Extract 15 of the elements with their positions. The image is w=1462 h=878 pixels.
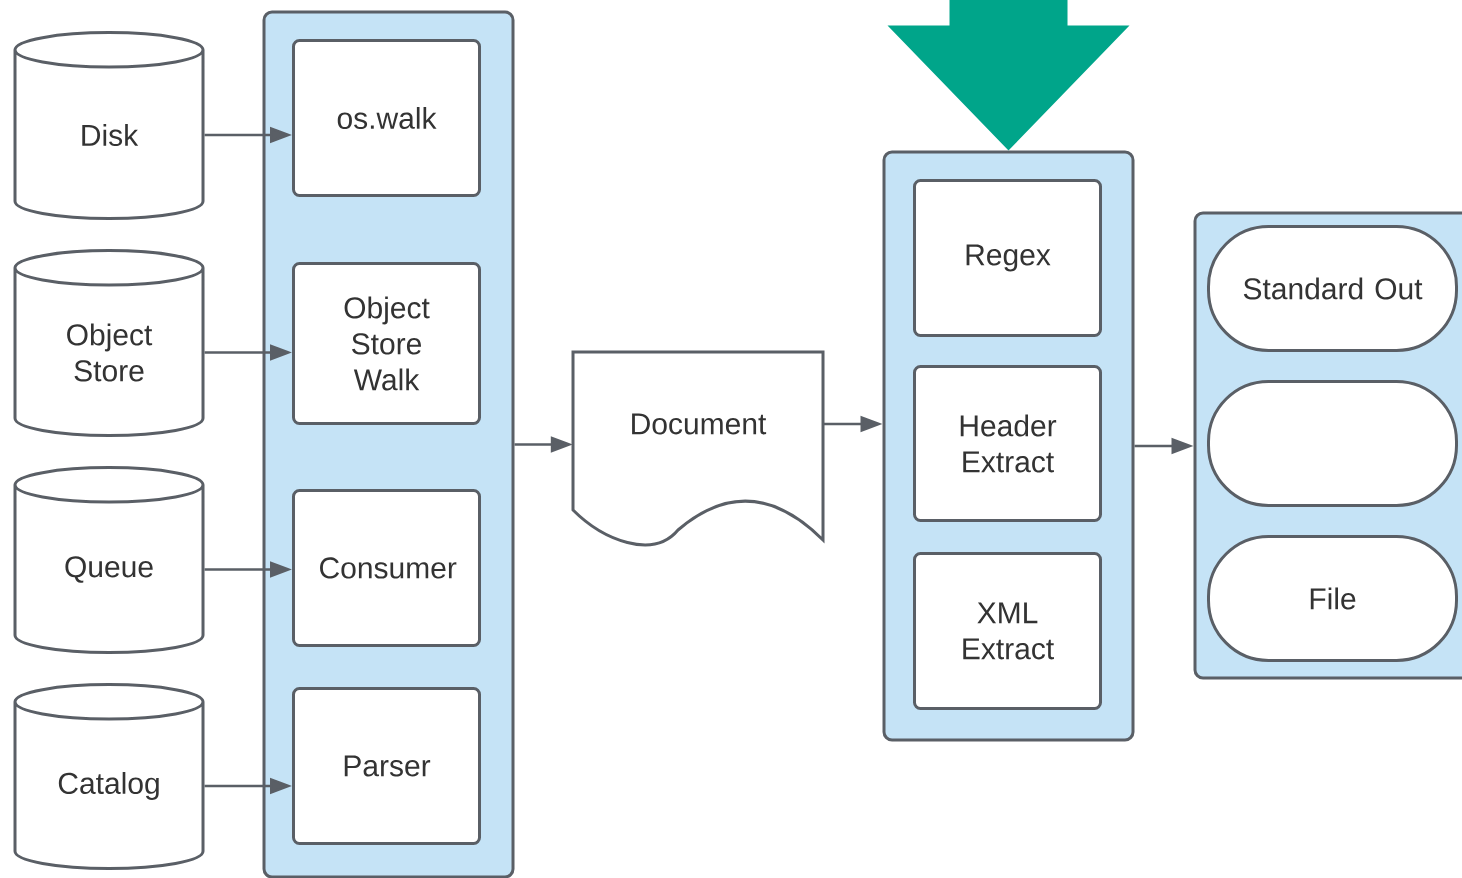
process-box: Header Extract [913,365,1102,522]
database-cylinder: Object Store [13,249,205,438]
process-box: Parser [292,687,481,845]
database-cylinder: Queue [13,466,205,655]
database-cylinder: Catalog [13,683,205,871]
output-terminal: File [1207,535,1458,662]
output-terminal [1207,380,1458,507]
database-cylinder: Disk [13,31,205,221]
output-terminal: Standard Out [1207,225,1458,352]
process-box: Regex [913,179,1102,337]
direction-arrow [887,0,1130,151]
process-box: Consumer [292,489,481,647]
process-box: XML Extract [913,552,1102,710]
process-box: Object Store Walk [292,262,481,425]
process-box: os.walk [292,39,481,197]
